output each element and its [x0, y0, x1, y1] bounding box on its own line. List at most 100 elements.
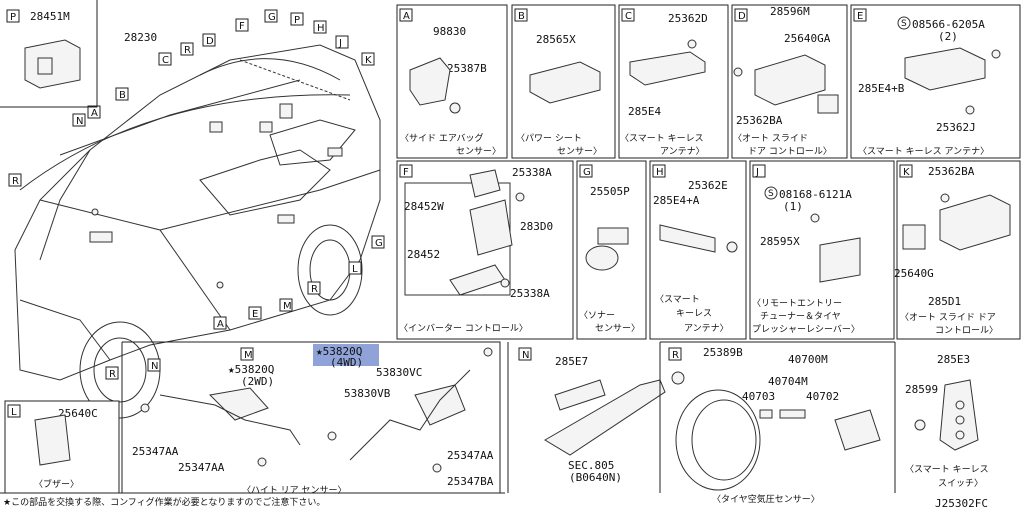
panel-f-part-283d0: 283D0 [520, 220, 553, 233]
panel-k-part-25362ba: 25362BA [928, 165, 975, 178]
panel-g-caption-1: 〈ソナー [579, 310, 615, 321]
callout-p: P [294, 15, 300, 26]
panel-h-caption-3: アンテナ〉 [684, 323, 729, 334]
callout-h: H [317, 23, 325, 34]
panel-m-caption: 〈ハイト リア センサー〉 [242, 485, 347, 496]
panel-n-letter: N [522, 350, 529, 361]
callout-g: G [268, 12, 276, 23]
panel-j-letter: J [755, 167, 759, 178]
panel-a: A 98830 25387B 〈サイド エアバッグ センサー〉 [396, 4, 508, 159]
panel-m-letter: M [244, 350, 253, 361]
panel-c-letter: C [625, 11, 632, 22]
panel-c: C 25362D 285E4 〈スマート キーレス アンテナ〉 [618, 4, 729, 159]
callout-a2: A [217, 319, 224, 330]
panel-h-caption-1: 〈スマート [655, 294, 700, 305]
highlight-53820q-4wd [313, 344, 379, 366]
callout-l: L [352, 264, 358, 275]
panel-m-part-25347aa-1: 25347AA [132, 445, 179, 458]
panel-d-caption-1: 〈オート スライド [733, 133, 808, 144]
panel-m4-4wd: (4WD) [330, 356, 363, 369]
panel-j-part-28595x: 28595X [760, 235, 800, 248]
panel-m-part-25347aa-2: 25347AA [178, 461, 225, 474]
panel-f-part-25338a: 25338A [512, 166, 552, 179]
panel-f: F 25338A 28452W 283D0 28452 25338A 〈インバー… [396, 160, 574, 340]
panel-a-letter: A [403, 11, 410, 22]
panel-r-part-25389b: 25389B [703, 346, 743, 359]
panel-p: P 28451M [0, 0, 98, 108]
panel-s-caption-1: 〈スマート キーレス [905, 464, 989, 475]
panel-s-part-285e3: 285E3 [937, 353, 970, 366]
panel-h-part-285e4a: 285E4+A [653, 194, 700, 207]
panel-r: R 25389B 40700M 40704M 40703 40702 〈タイヤ空… [659, 341, 895, 505]
panel-r-part-40700m: 40700M [788, 353, 828, 366]
panel-f-part-25338a-2: 25338A [510, 287, 550, 300]
panel-l: L 25640C 〈ブザー〉 [4, 400, 120, 494]
panel-j-qty: (1) [783, 200, 803, 213]
panel-e-part-285e4b: 285E4+B [858, 82, 905, 95]
panel-g: G 25505P 〈ソナー センサー〉 [576, 160, 647, 340]
callout-k: K [365, 55, 372, 66]
panel-n: N 285E7 SEC.805 (B0640N) [507, 342, 666, 493]
panel-n-sec: SEC.805 [568, 459, 614, 472]
panel-n-b0640n: (B0640N) [569, 471, 622, 484]
callout-n2: N [151, 361, 158, 372]
panel-k-caption-2: コントロール〉 [935, 325, 998, 336]
panel-k-caption-1: 〈オート スライド ドア [900, 312, 996, 323]
panel-c-part-25362d: 25362D [668, 12, 708, 25]
panel-f-caption: 〈インバーター コントロール〉 [399, 323, 528, 334]
panel-b-part-28565x: 28565X [536, 33, 576, 46]
vehicle-diagram: 28230 R D G P H J K C F N A B R E M R A … [8, 9, 385, 419]
panel-j-caption-1: 〈リモートエントリー [752, 298, 842, 309]
callout-r3: R [311, 284, 318, 295]
panel-d-part-28596m: 28596M [770, 5, 810, 18]
panel-g-letter: G [583, 167, 591, 178]
callout-m: M [283, 301, 292, 312]
callout-n: N [76, 116, 83, 127]
panel-e-letter: E [857, 11, 863, 22]
panel-f-letter: F [403, 167, 409, 178]
panel-k-part-285d1: 285D1 [928, 295, 961, 308]
panel-h-letter: H [656, 167, 664, 178]
diagram-id: J25302FC [935, 497, 988, 510]
panel-d-part-25362ba: 25362BA [736, 114, 783, 127]
panel-m: M ★53820Q (2WD) 25347AA 25347AA 〈ハイト リア … [121, 341, 347, 496]
panel-c-caption-2: アンテナ〉 [660, 146, 705, 157]
panel-p-letter: P [10, 12, 16, 23]
panel-l-letter: L [11, 407, 17, 418]
footer: ★この部品を交換する際、コンフィグ作業が必要となりますのでご注意下さい。 J25… [0, 492, 988, 510]
callout-a: A [91, 108, 98, 119]
panel-e-caption: 〈スマート キーレス アンテナ〉 [858, 146, 989, 157]
footer-note: ★この部品を交換する際、コンフィグ作業が必要となりますのでご注意下さい。 [3, 496, 325, 508]
panel-l-caption: 〈ブザー〉 [34, 478, 79, 490]
panel-j-s-mark: S [768, 189, 774, 199]
panel-smart-key: 285E3 28599 〈スマート キーレス スイッチ〉 [894, 342, 989, 493]
panel-e-qty: (2) [938, 30, 958, 43]
panel-b-letter: B [518, 11, 525, 22]
panel-d: D 28596M 25640GA 25362BA 〈オート スライド ドア コン… [731, 4, 848, 159]
panel-b-caption-1: 〈パワー シート [516, 133, 582, 144]
callout-r2: R [12, 176, 19, 187]
panel-h-part-25362e: 25362E [688, 179, 728, 192]
callout-e: E [252, 309, 258, 320]
panel-d-letter: D [738, 11, 746, 22]
panel-r-caption: 〈タイヤ空気圧センサー〉 [712, 493, 820, 505]
panel-a-part-25387b: 25387B [447, 62, 487, 75]
panel-k-letter: K [903, 167, 910, 178]
panel-l-part-25640c: 25640C [58, 407, 98, 420]
panel-h-caption-2: キーレス [676, 309, 712, 319]
panel-g-part-25505p: 25505P [590, 185, 630, 198]
panel-b-caption-2: センサー〉 [557, 146, 602, 157]
callout-d: D [206, 36, 214, 47]
panel-m4-part-53830vb: 53830VB [344, 387, 391, 400]
panel-j-caption-3: プレッシャーレシーバー〉 [752, 324, 860, 335]
panel-f-part-28452w: 28452W [404, 200, 444, 213]
panel-f-part-28452: 28452 [407, 248, 440, 261]
callout-labels: R D G P H J K C F N A B R E M R A L G N … [8, 9, 385, 380]
panel-j-caption-2: チューナー＆タイヤ [760, 311, 841, 322]
panel-p-part: 28451M [30, 10, 70, 23]
panel-a-part-98830: 98830 [433, 25, 466, 38]
panel-m4-part-25347aa: 25347AA [447, 449, 494, 462]
panel-r-letter: R [672, 350, 679, 361]
panel-r-part-40703: 40703 [742, 390, 775, 403]
